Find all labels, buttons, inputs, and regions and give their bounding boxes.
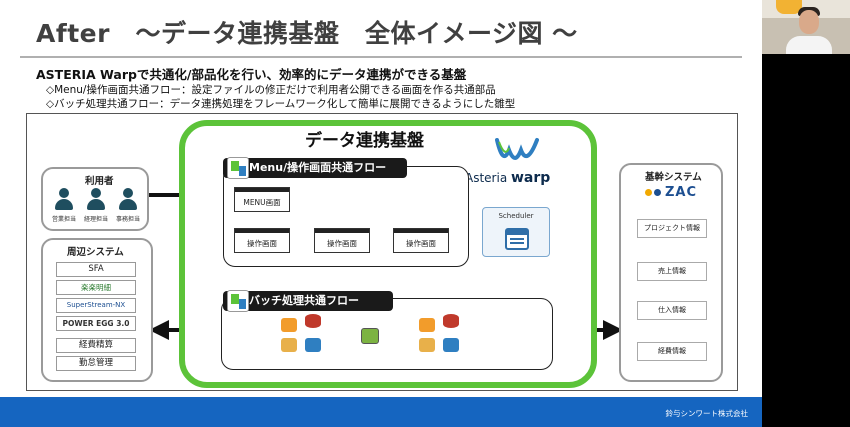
core-systems-box: 基幹システム ZAC プロジェクト情報 売上情報 仕入情報 経費情報 bbox=[619, 163, 723, 382]
title-divider bbox=[20, 56, 742, 58]
system-power-egg: POWER EGG 3.0 bbox=[56, 316, 136, 331]
batch-flow-tag: バッチ処理共通フロー bbox=[223, 291, 393, 311]
get-data-icon bbox=[419, 318, 435, 332]
users-box-title: 利用者 bbox=[85, 176, 114, 187]
transform-icon bbox=[305, 338, 321, 352]
asteria-wordmark: Asteria warp bbox=[465, 170, 550, 186]
database-icon bbox=[443, 314, 459, 328]
slide-subtitle: ASTERIA Warpで共通化/部品化を行い、効率的にデータ連携ができる基盤 bbox=[36, 67, 467, 82]
peripheral-box-title: 周辺システム bbox=[67, 247, 124, 258]
user-label-sales: 営業担当 bbox=[52, 216, 77, 223]
system-rakuraku-meisai: 楽楽明細 bbox=[56, 280, 136, 295]
batch-flow-label: バッチ処理共通フロー bbox=[249, 294, 359, 307]
core-box-title: 基幹システム bbox=[645, 172, 702, 183]
menu-screen-window: MENU画面 bbox=[234, 187, 290, 212]
system-attendance: 勤怠管理 bbox=[56, 356, 136, 371]
core-item-purchase: 仕入情報 bbox=[637, 301, 707, 320]
user-icon bbox=[87, 188, 105, 210]
transform-icon bbox=[443, 338, 459, 352]
scheduler-box: Scheduler bbox=[482, 207, 550, 257]
operation-screen-window: 操作画面 bbox=[314, 228, 370, 253]
user-label-office: 事務担当 bbox=[116, 216, 141, 223]
mail-icon bbox=[419, 338, 435, 352]
mapper-icon bbox=[361, 328, 379, 344]
batch-job-group-source bbox=[281, 314, 331, 358]
calendar-icon bbox=[505, 228, 529, 250]
batch-job-group-target bbox=[419, 314, 469, 358]
slide: After ～データ連携基盤 全体イメージ図 ～ ASTERIA Warpで共通… bbox=[0, 0, 762, 427]
slide-title: After ～データ連携基盤 全体イメージ図 ～ bbox=[36, 19, 578, 48]
flow-icon bbox=[227, 157, 249, 179]
asteria-brand-suffix: warp bbox=[511, 170, 551, 186]
flow-icon bbox=[227, 290, 249, 312]
core-item-expense: 経費情報 bbox=[637, 342, 707, 361]
core-item-sales: 売上情報 bbox=[637, 262, 707, 281]
zac-logo: ZAC bbox=[644, 185, 698, 200]
user-label-accounting: 経理担当 bbox=[84, 216, 109, 223]
asteria-logo-icon bbox=[495, 138, 539, 160]
bullet-batch-flow: ◇バッチ処理共通フロー：データ連携処理をフレームワーク化して簡単に展開できるよう… bbox=[46, 98, 516, 110]
menu-screen-label: MENU画面 bbox=[243, 198, 281, 207]
users-box: 利用者 営業担当 経理担当 事務担当 bbox=[41, 167, 149, 231]
menu-flow-tag: Menu/操作画面共通フロー bbox=[223, 158, 407, 178]
mail-icon bbox=[281, 338, 297, 352]
operation-screen-window: 操作画面 bbox=[234, 228, 290, 253]
footer-company: 鈴与シンワート株式会社 bbox=[665, 409, 749, 418]
diagram-stage: 利用者 営業担当 経理担当 事務担当 周辺システム SFA 楽楽明細 Super… bbox=[26, 113, 738, 391]
operation-screen-window: 操作画面 bbox=[393, 228, 449, 253]
bullet-menu-flow: ◇Menu/操作画面共通フロー：設定ファイルの修正だけで利用者公開できる画面を作… bbox=[46, 84, 496, 96]
menu-flow-label: Menu/操作画面共通フロー bbox=[249, 161, 387, 174]
user-icon bbox=[55, 188, 73, 210]
webcam-thumbnail bbox=[762, 0, 850, 54]
scheduler-label: Scheduler bbox=[498, 212, 534, 220]
system-sfa: SFA bbox=[56, 262, 136, 277]
database-icon bbox=[305, 314, 321, 328]
core-item-project: プロジェクト情報 bbox=[637, 219, 707, 238]
platform-title: データ連携基盤 bbox=[305, 131, 424, 151]
system-superstream: SuperStream-NX bbox=[56, 298, 136, 313]
user-icon bbox=[119, 188, 137, 210]
peripheral-systems-box: 周辺システム SFA 楽楽明細 SuperStream-NX POWER EGG… bbox=[41, 238, 153, 382]
footer-bar: 鈴与シンワート株式会社 bbox=[0, 397, 762, 427]
asteria-brand-prefix: Asteria bbox=[465, 171, 508, 185]
system-expense: 経費精算 bbox=[56, 338, 136, 353]
get-data-icon bbox=[281, 318, 297, 332]
